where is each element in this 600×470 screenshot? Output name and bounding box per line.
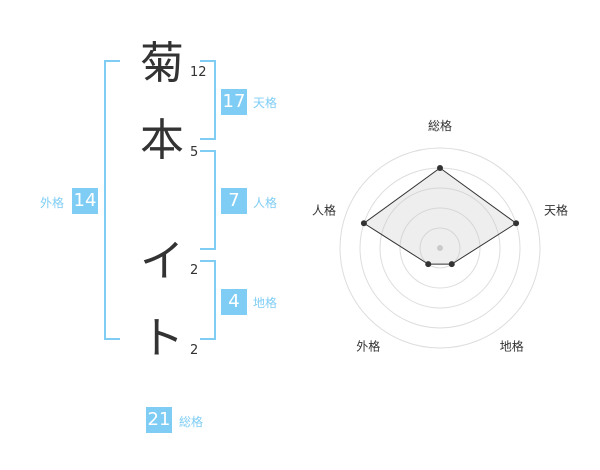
radar-center-dot bbox=[437, 245, 443, 251]
chikaku-label: 地格 bbox=[253, 296, 278, 310]
soukaku-label: 総格 bbox=[179, 415, 204, 429]
radar-axis-label-2: 天格 bbox=[544, 202, 568, 217]
stroke-count-2: 5 bbox=[190, 145, 199, 160]
gaikaku-label: 外格 bbox=[40, 196, 65, 210]
chikaku-bracket bbox=[200, 260, 216, 340]
soukaku-value: 21 bbox=[146, 407, 172, 433]
name-char-2: 本 bbox=[140, 115, 184, 166]
radar-point-5 bbox=[360, 220, 367, 227]
radar-axis-label-1: 総格 bbox=[428, 118, 452, 133]
jinkaku-label: 人格 bbox=[253, 196, 278, 210]
radar-grid-ring-2 bbox=[399, 207, 481, 289]
radar-point-3 bbox=[448, 261, 455, 268]
name-char-3: イ bbox=[140, 236, 184, 287]
radar-point-2 bbox=[513, 220, 520, 227]
stroke-count-3: 2 bbox=[190, 263, 199, 278]
stroke-count-1: 12 bbox=[190, 65, 207, 80]
tenkaku-bracket bbox=[200, 60, 216, 140]
radar-axis-label-3: 地格 bbox=[500, 339, 524, 354]
radar-axis-label-5: 人格 bbox=[312, 202, 336, 217]
radar-grid-ring-1 bbox=[419, 227, 461, 269]
radar-grid-ring-3 bbox=[379, 187, 501, 309]
gaikaku-value: 14 bbox=[72, 188, 98, 214]
chikaku-value: 4 bbox=[221, 289, 247, 315]
tenkaku-value: 17 bbox=[221, 89, 247, 115]
tenkaku-label: 天格 bbox=[253, 96, 278, 110]
name-char-1: 菊 bbox=[140, 38, 184, 89]
radar-point-4 bbox=[425, 261, 432, 268]
jinkaku-value: 7 bbox=[221, 188, 247, 214]
radar-grid-ring-5 bbox=[339, 147, 541, 349]
radar-axis-label-4: 外格 bbox=[356, 339, 380, 354]
stroke-count-4: 2 bbox=[190, 343, 199, 358]
name-char-4: ト bbox=[140, 313, 184, 364]
jinkaku-bracket bbox=[200, 150, 216, 250]
gaikaku-bracket bbox=[104, 60, 120, 340]
radar-point-1 bbox=[437, 165, 443, 171]
radar-series-polygon bbox=[363, 167, 517, 265]
